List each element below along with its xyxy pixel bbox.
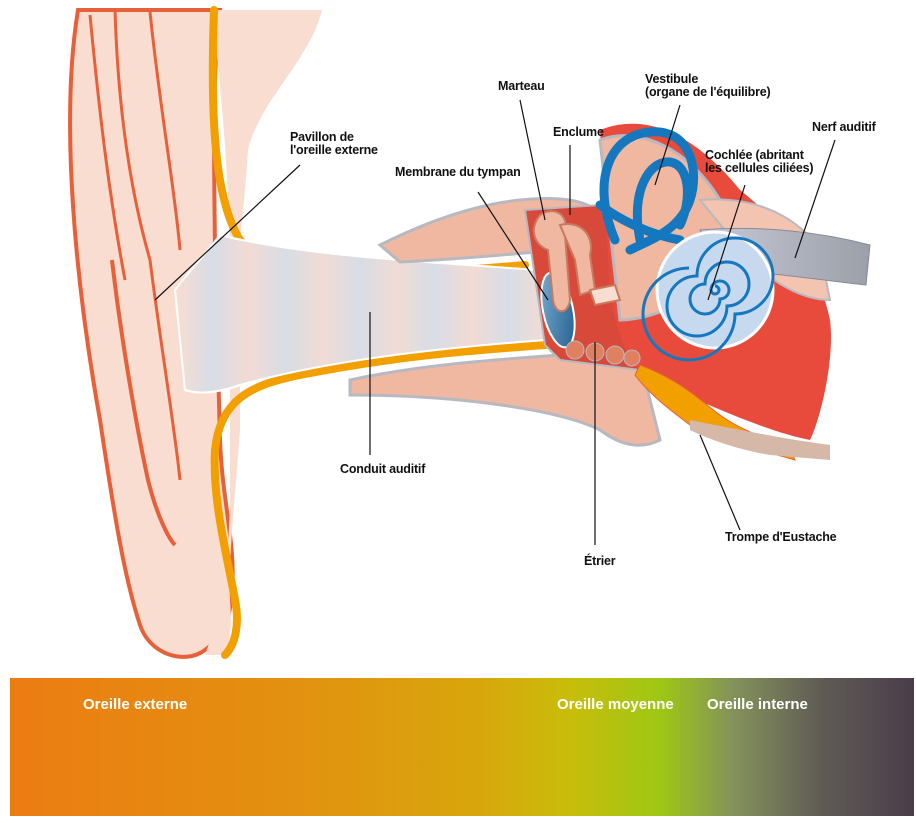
region-oreille-interne: Oreille interne (707, 696, 808, 713)
label-cochlee: Cochlée (abritant les cellules ciliées) (705, 149, 813, 175)
label-membrane-tympan: Membrane du tympan (395, 166, 521, 179)
label-conduit-auditif: Conduit auditif (340, 463, 425, 476)
label-pavillon: Pavillon de l'oreille externe (290, 131, 378, 157)
label-enclume: Enclume (553, 126, 604, 139)
label-nerf-auditif: Nerf auditif (812, 121, 876, 134)
temporal-bone-lower (350, 355, 660, 445)
ear-regions-bar: Oreille externe Oreille moyenne Oreille … (10, 678, 914, 816)
label-etrier: Étrier (584, 555, 615, 568)
ear-anatomy-diagram (0, 0, 916, 660)
region-oreille-externe: Oreille externe (83, 696, 187, 713)
label-marteau: Marteau (498, 80, 545, 93)
label-vestibule: Vestibule (organe de l'équilibre) (645, 73, 770, 99)
label-trompe-eustache: Trompe d'Eustache (725, 531, 836, 544)
region-oreille-moyenne: Oreille moyenne (557, 696, 674, 713)
